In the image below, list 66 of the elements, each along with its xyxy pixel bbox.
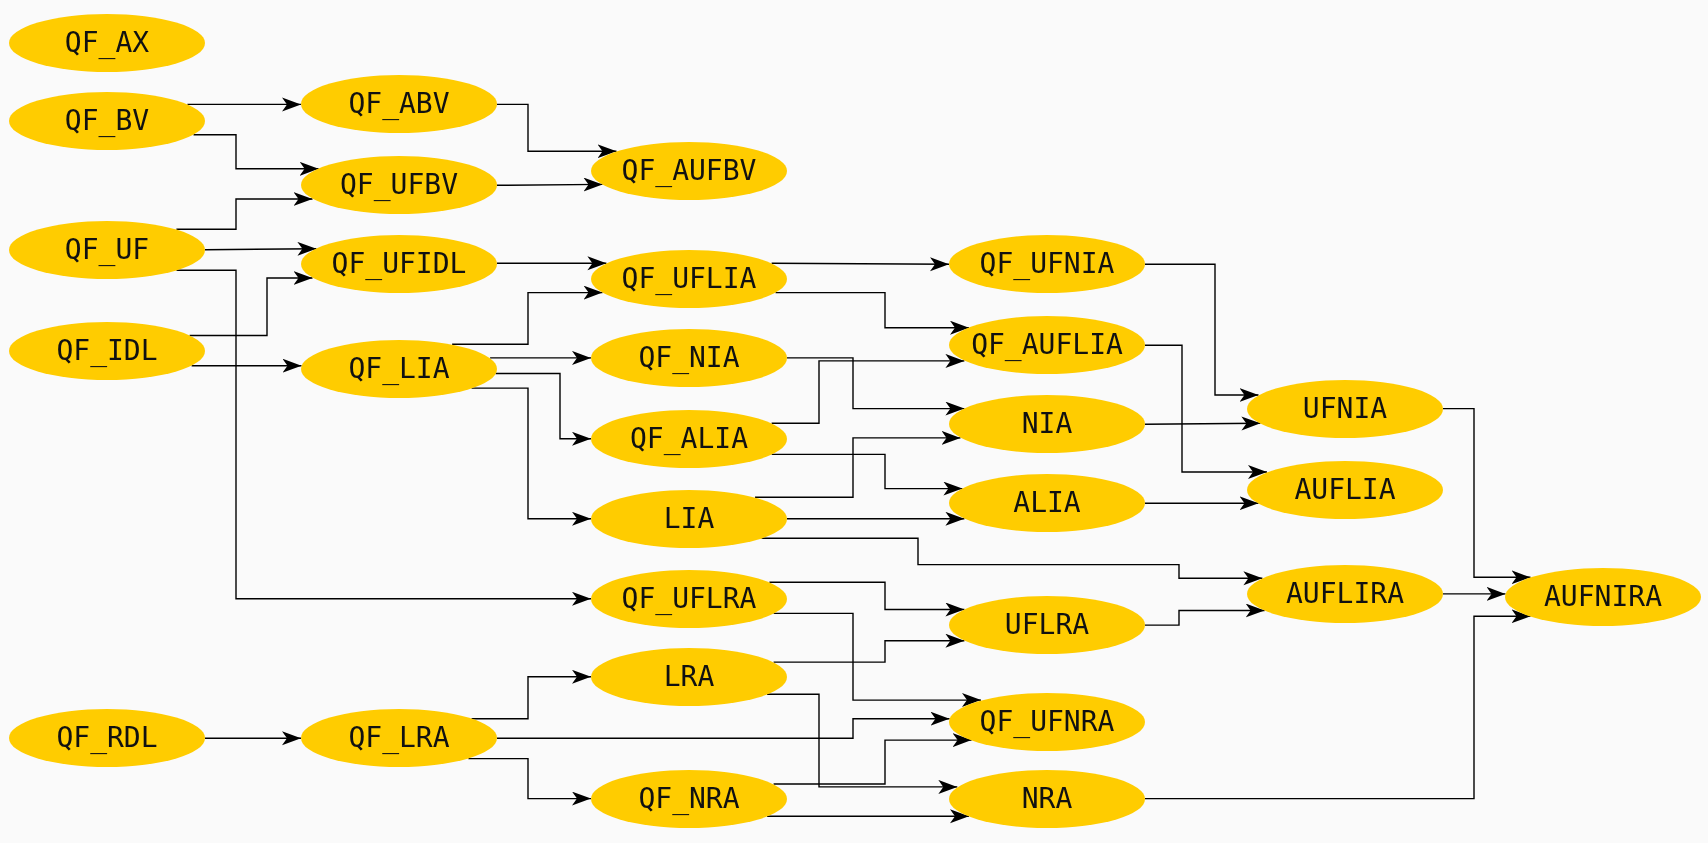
arrow: [1144, 603, 1266, 626]
arrow: [186, 97, 302, 112]
arrow: [1144, 263, 1260, 402]
arrow: [175, 269, 592, 606]
node-label: QF_IDL: [56, 337, 158, 366]
arrow: [496, 177, 604, 192]
arrow: [451, 285, 604, 345]
node-label: QF_UFLIA: [621, 264, 757, 293]
node-label: LRA: [663, 662, 715, 691]
node-label: QF_LIA: [348, 354, 450, 383]
node-label: AUFLIA: [1294, 475, 1396, 504]
node-label: QF_UF: [64, 235, 150, 264]
arrow: [1442, 586, 1507, 601]
node-label: QF_UFNRA: [979, 707, 1115, 736]
arrow: [470, 387, 592, 526]
arrow: [760, 537, 1264, 586]
arrow: [1144, 344, 1268, 479]
arrow: [489, 350, 592, 365]
node-label: QF_ALIA: [630, 424, 748, 453]
arrow: [766, 693, 958, 794]
node-label: AUFLIRA: [1286, 579, 1404, 608]
arrow: [470, 669, 592, 720]
node-label: QF_BV: [64, 107, 150, 135]
arrow: [204, 241, 318, 256]
arrow: [768, 581, 966, 617]
arrow: [786, 357, 966, 416]
node-label: QF_UFLRA: [621, 584, 757, 613]
node-label: QF_NIA: [638, 343, 740, 372]
arrow: [786, 511, 966, 526]
node-label: LIA: [663, 504, 715, 533]
arrow: [772, 612, 982, 708]
node-label: QF_AUFBV: [621, 156, 757, 185]
arrow: [1144, 496, 1260, 511]
arrow: [496, 711, 951, 739]
node-label: QF_NRA: [638, 784, 740, 813]
arrow: [190, 358, 303, 373]
node-label: QF_ABV: [348, 90, 450, 119]
arrow: [496, 256, 608, 271]
arrow: [188, 271, 314, 337]
node-label: UFLRA: [1004, 611, 1090, 640]
arrow: [770, 257, 950, 272]
arrow: [766, 809, 970, 824]
arrow: [770, 353, 966, 424]
arrow: [467, 757, 592, 806]
node-label: NIA: [1021, 410, 1073, 439]
arrow: [1144, 416, 1262, 431]
node-label: NRA: [1021, 784, 1073, 813]
arrow: [192, 134, 320, 176]
node-label: QF_UFIDL: [331, 250, 467, 279]
arrow: [496, 103, 618, 159]
node-label: QF_UFNIA: [979, 250, 1115, 279]
arrow: [494, 372, 592, 446]
arrow: [204, 731, 302, 746]
node-label: UFNIA: [1302, 394, 1388, 423]
node-label: QF_AX: [64, 29, 150, 57]
node-label: QF_LRA: [348, 724, 450, 753]
arrow: [772, 633, 966, 663]
arrow: [770, 453, 964, 496]
node-label: ALIA: [1013, 489, 1081, 518]
node-label: QF_RDL: [56, 724, 158, 753]
arrow: [774, 291, 970, 335]
arrow: [754, 430, 962, 498]
node-label: AUFNIRA: [1544, 582, 1662, 611]
node-label: QF_AUFLIA: [971, 331, 1123, 360]
node-label: QF_UFBV: [340, 171, 458, 200]
arrow: [772, 733, 973, 785]
